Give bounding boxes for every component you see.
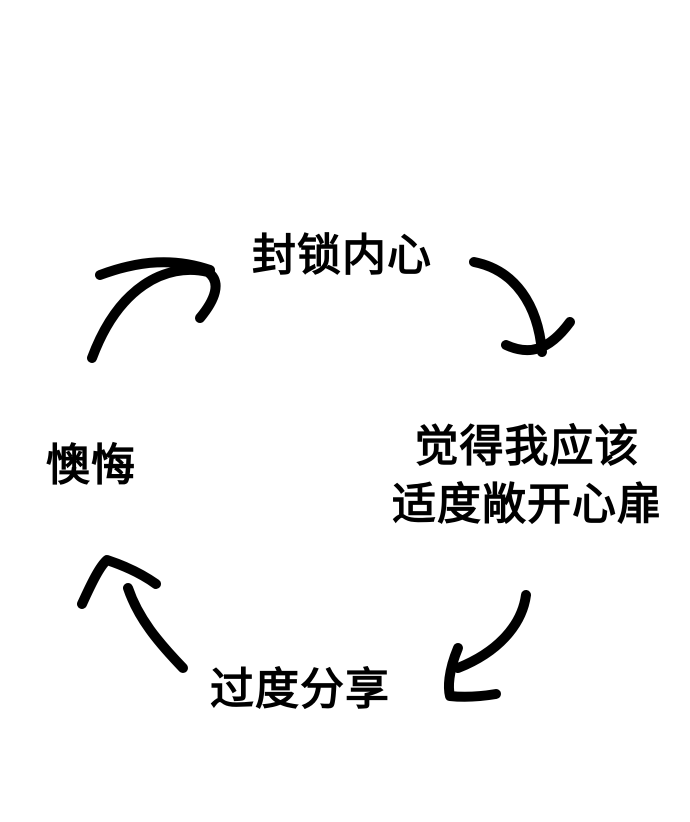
arrow-right-to-bottom-head	[444, 643, 501, 702]
arrow-top-to-right-head	[501, 317, 575, 356]
arrow-bottom-to-left-head	[77, 555, 161, 609]
node-should-open-up-line-2: 适度敞开心扉	[392, 479, 662, 530]
arrow-bottom-to-left	[123, 583, 188, 673]
node-should-open-up-line-1: 觉得我应该	[414, 421, 640, 472]
node-oversharing: 过度分享	[210, 664, 390, 715]
node-lock-heart: 封锁内心	[252, 230, 432, 281]
node-should-open-up: 觉得我应该 适度敞开心扉	[392, 418, 662, 534]
arrow-right-to-bottom	[453, 590, 531, 673]
arrow-left-to-top	[87, 264, 221, 363]
node-regret: 懊悔	[46, 440, 136, 491]
arrow-left-to-top-head	[95, 257, 215, 280]
arrow-top-to-right	[469, 257, 547, 357]
